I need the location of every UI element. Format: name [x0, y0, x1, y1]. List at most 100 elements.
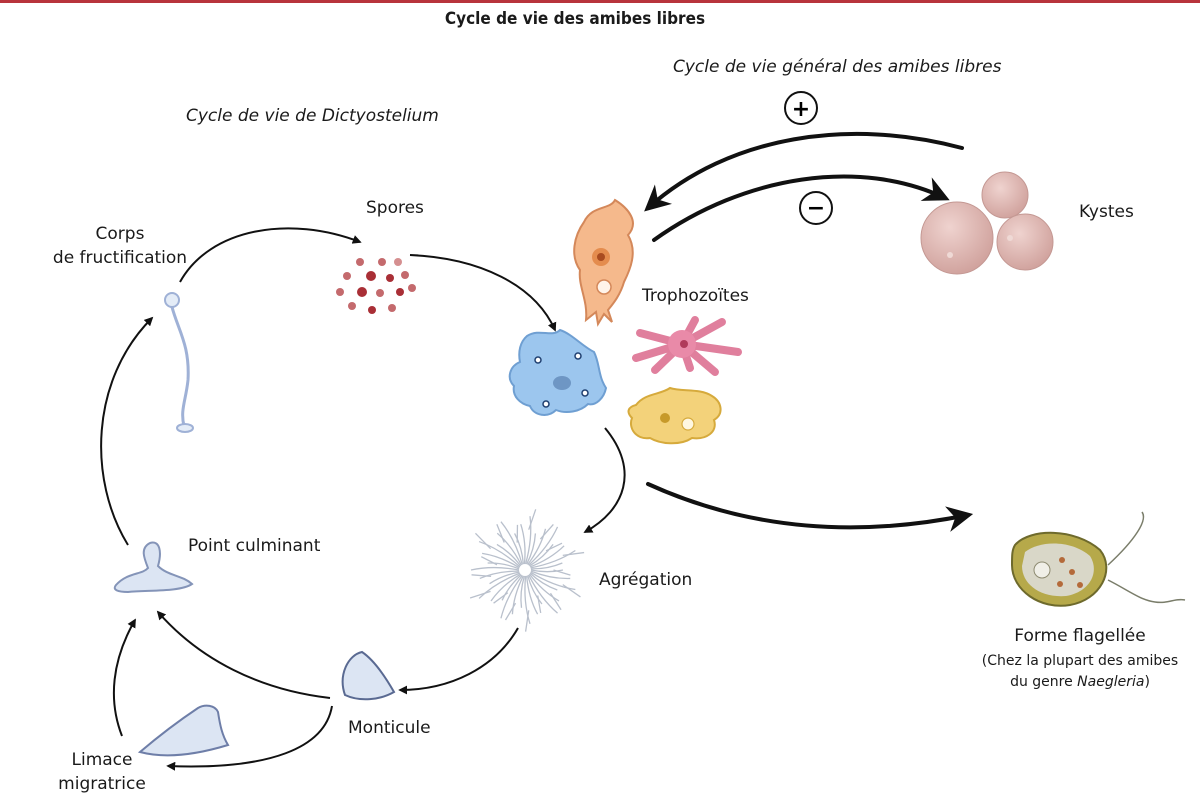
svg-text:+: +	[792, 97, 810, 122]
aggregation-stream	[530, 562, 563, 570]
aggregation-stream	[470, 566, 520, 571]
arrow-aggregation-to-monticule	[398, 627, 519, 695]
fruiting-body-label-line1: Corps	[95, 224, 145, 244]
spores-label: Spores	[366, 198, 424, 218]
aggregation-branch	[496, 524, 505, 543]
aggregation-stream	[479, 570, 520, 580]
aggregation-stream	[511, 575, 524, 615]
aggregation-stream	[528, 573, 560, 602]
flagellee-note-line1: (Chez la plupart des amibes	[981, 653, 1179, 669]
aggregation-stream	[520, 575, 526, 608]
aggregation-branch	[549, 592, 562, 611]
arrow-fruiting-to-spores	[179, 227, 362, 283]
aggregation-stream	[487, 562, 520, 570]
aggregation-stream	[524, 575, 531, 624]
trophozoites-label: Trophozoïtes	[642, 286, 749, 306]
monticule-label: Monticule	[348, 718, 431, 738]
aggregation-branch	[545, 542, 563, 552]
fruiting-body-label: Corps de fructification	[50, 222, 190, 270]
aggregation-stream	[527, 575, 543, 605]
aggregation-stream	[528, 526, 559, 566]
aggregation-stream	[496, 532, 522, 566]
aggregation-stream	[500, 521, 523, 565]
aggregation-stream	[478, 572, 521, 599]
trophozoite-yellow	[627, 386, 722, 445]
arrow-trophozoites-to-flagellee	[646, 482, 974, 532]
limace-label: Limace migratrice	[52, 748, 152, 796]
culminant-label: Point culminant	[188, 536, 321, 556]
limace-illustration	[137, 704, 230, 757]
minus-sign: −	[799, 191, 833, 225]
arrow-trophozoites-to-kystes	[652, 174, 950, 242]
aggregation-stream	[514, 533, 525, 565]
limace-label-line1: Limace	[71, 750, 133, 770]
culminant-illustration	[113, 541, 194, 594]
flagellee-label: Forme flagellée	[1014, 626, 1146, 646]
aggregation-stream	[529, 545, 565, 568]
aggregation-stream	[530, 571, 576, 591]
flagellee-note-prefix: du genre	[1010, 674, 1078, 690]
aggregation-illustration	[469, 509, 585, 632]
aggregation-branch	[539, 524, 554, 540]
aggregation-stream	[524, 516, 532, 565]
aggregation-branch	[528, 509, 537, 530]
flagellee-note: (Chez la plupart des amibes du genre Nae…	[975, 651, 1185, 693]
flagellee-note-suffix: )	[1144, 674, 1150, 690]
flagellee-note-genus: Naegleria	[1077, 674, 1145, 690]
aggregation-branch	[474, 532, 492, 550]
aggregation-branch	[553, 569, 571, 576]
monticule-illustration	[341, 650, 396, 701]
aggregation-branch	[562, 551, 585, 557]
trophozoite-pink	[632, 316, 742, 376]
fruiting-body-label-line2: de fructification	[52, 248, 188, 268]
aggregation-branch	[493, 592, 509, 604]
dictyostelium-cycle-arrows	[100, 227, 626, 771]
general-cycle-arrows	[644, 131, 974, 532]
flagellate-illustration	[1010, 511, 1186, 607]
arrow-trophozoites-to-aggregation	[583, 427, 626, 533]
aggregation-stream	[529, 572, 558, 591]
aggregation-branch	[469, 590, 491, 599]
svg-text:−: −	[807, 196, 825, 221]
plus-sign: +	[784, 91, 818, 125]
fruiting-body-illustration	[164, 292, 194, 433]
aggregation-branch	[524, 610, 530, 632]
aggregation-stream	[530, 570, 571, 580]
limace-label-line2: migratrice	[58, 774, 146, 794]
aggregation-stream	[525, 575, 539, 615]
aggregation-branch	[471, 574, 492, 577]
arrow-culminant-to-fruiting	[100, 316, 154, 546]
aggregation-stream	[478, 540, 521, 568]
arrow-spores-to-trophozoites	[409, 254, 557, 332]
arrow-kystes-to-trophozoites	[644, 131, 964, 212]
aggregation-branch	[480, 556, 498, 566]
aggregation-stream	[528, 574, 558, 614]
general-cycle-heading: Cycle de vie général des amibes libres	[673, 57, 1002, 77]
aggregation-stream	[529, 544, 554, 567]
dictyostelium-cycle-heading: Cycle de vie de Dictyostelium	[186, 106, 439, 126]
trophozoite-blue	[508, 328, 608, 416]
aggregation-stream	[520, 523, 526, 565]
trophozoite-orange	[573, 198, 634, 327]
aggregation-stream	[496, 543, 522, 567]
aggregation-stream	[490, 573, 521, 602]
aggregation-stream	[530, 549, 576, 569]
aggregation-stream	[500, 574, 523, 619]
aggregation-branch	[537, 595, 542, 614]
aggregation-label: Agrégation	[599, 570, 693, 590]
aggregation-stream	[527, 528, 547, 566]
spores-illustration	[336, 258, 416, 314]
arrow-limace-to-culminant	[112, 618, 136, 737]
kystes-label: Kystes	[1079, 202, 1134, 222]
arrow-monticule-to-limace	[166, 705, 333, 771]
aggregation-branch	[504, 602, 517, 621]
kystes-illustration	[920, 171, 1054, 275]
diagram-title: Cycle de vie des amibes libres	[444, 9, 706, 29]
top-accent-line	[0, 0, 1200, 3]
arrow-monticule-to-culminant	[156, 610, 331, 699]
aggregation-stream	[530, 569, 564, 573]
aggregation-stream	[526, 533, 537, 565]
aggregation-stream	[482, 552, 520, 569]
aggregation-stream	[501, 574, 522, 601]
